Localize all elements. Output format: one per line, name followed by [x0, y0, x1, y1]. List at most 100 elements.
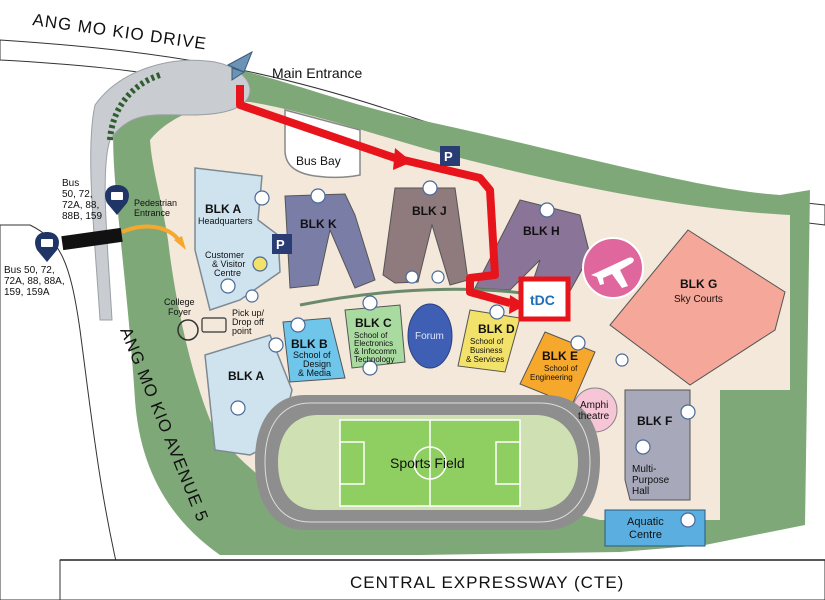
bus-left-line1: Bus 50, 72, [4, 265, 55, 276]
blk-b-sub-2: Design [303, 359, 331, 369]
sports-field-group [255, 395, 600, 530]
escalator-icon-1 [405, 270, 419, 284]
aquatic-line1: Aquatic [627, 516, 664, 528]
pickup-line3: point [232, 326, 252, 336]
trees-row [107, 72, 162, 141]
track-lane-outer [264, 402, 591, 523]
bus-right-line3: 72A, 88, [62, 200, 99, 211]
aquatic-line2: Centre [629, 529, 662, 541]
blk-e-sub-2: Engineering [530, 373, 573, 382]
bus-bay-label: Bus Bay [296, 154, 341, 168]
blk-f-sub-3: Hall [632, 486, 649, 497]
pedestrian-arrow [121, 224, 182, 244]
parking-sign-left: P [272, 234, 292, 254]
route-arrow [236, 85, 512, 307]
parking-label-top: P [444, 149, 453, 164]
blk-b [282, 317, 346, 383]
blk-c-title: BLK C [355, 316, 392, 330]
blk-j [382, 187, 469, 286]
blk-h-title: BLK H [523, 224, 560, 238]
route-arrow-head-2 [509, 295, 526, 314]
blk-d-sub-2: Business [470, 346, 502, 355]
blk-j-title: BLK J [412, 204, 447, 218]
escalator-icon-4 [245, 289, 259, 303]
bus-left-line3: 159, 159A [4, 287, 50, 298]
forum [407, 303, 453, 369]
blk-a-hq-sub: Headquarters [198, 216, 253, 226]
blk-f-sub-1: Multi- [632, 464, 656, 475]
bus-stop-marker-right [105, 185, 129, 215]
blk-f-sub-2: Purpose [632, 475, 670, 486]
bus-right-line2: 50, 72, [62, 189, 93, 200]
blk-b-sub-1: School of [293, 350, 331, 360]
tdc-logo: tDC [530, 292, 555, 308]
blk-d-sub-3: & Services [466, 355, 504, 364]
amphi-line2: theatre [578, 411, 610, 422]
lift-icon-aquatic [680, 512, 696, 528]
main-entrance-label: Main Entrance [272, 65, 362, 81]
dining-icon-blk-a [230, 400, 246, 416]
blk-d-sub-1: School of [470, 337, 504, 346]
dining-icon-blk-c [362, 360, 378, 376]
blk-f-title: BLK F [637, 414, 672, 428]
blk-c-sub-1: School of [354, 331, 388, 340]
customer-service-icon [252, 256, 268, 272]
blk-a-south-title: BLK A [228, 369, 265, 383]
pedestrian-entrance-line2: Entrance [134, 208, 170, 218]
blk-a-hq-title: BLK A [205, 202, 242, 216]
blk-k [284, 193, 376, 289]
amphi-line1: Amphi [580, 400, 608, 411]
lift-icon-blk-a [268, 337, 284, 353]
lift-icon-blk-c [362, 295, 378, 311]
airplane-icon [591, 257, 634, 288]
bus-left-line2: 72A, 88, 88A, [4, 276, 65, 287]
pedestrian-bridge [61, 227, 123, 251]
blk-b-title: BLK B [291, 337, 328, 351]
pickup-line1: Pick up/ [232, 308, 265, 318]
pedestrian-arrow-head [174, 236, 186, 250]
customer-centre-line1: Customer [205, 250, 244, 260]
entrance-driveway [90, 59, 251, 321]
customer-centre-line3: Centre [214, 268, 241, 278]
main-entrance-arrow-icon [226, 50, 253, 81]
blk-b-sub-3: & Media [298, 368, 331, 378]
blk-f [624, 389, 691, 501]
blk-e-sub-1: School of [544, 364, 578, 373]
dining-icon-hq [220, 278, 236, 294]
lift-icon-blk-a-hq [254, 190, 270, 206]
bus-right-line1: Bus [62, 178, 79, 189]
blk-c-sub-2: Electronics [354, 339, 393, 348]
forum-label: Forum [415, 331, 444, 342]
escalator-icon-2 [431, 270, 445, 284]
customer-centre-line2: & Visitor [212, 259, 245, 269]
parking-label-left: P [276, 237, 285, 252]
escalator-icon-3 [615, 353, 629, 367]
lift-icon-blk-f [680, 404, 696, 420]
blk-c-sub-4: Technology [354, 355, 394, 364]
blk-d-title: BLK D [478, 322, 515, 336]
lift-icon-blk-k [310, 188, 326, 204]
sports-field-label: Sports Field [390, 455, 465, 471]
lift-icon-blk-b [290, 317, 306, 333]
lift-icon-blk-d [489, 304, 505, 320]
tdc-highlight-box [518, 276, 571, 322]
blk-g-title: BLK G [680, 277, 717, 291]
pickup-line2: Drop off [232, 317, 264, 327]
bus-right-line4: 88B, 159 [62, 211, 102, 222]
college-foyer-marker [177, 319, 199, 341]
amenity-icons [220, 180, 696, 528]
blk-g [609, 229, 786, 386]
blk-k-title: BLK K [300, 217, 337, 231]
lift-icon-blk-j [422, 180, 438, 196]
blk-c [344, 304, 406, 369]
blk-c-sub-3: & Infocomm [354, 347, 397, 356]
college-foyer-line2: Foyer [168, 307, 191, 317]
pedestrian-entrance-line1: Pedestrian [134, 198, 177, 208]
blk-e-title: BLK E [542, 349, 578, 363]
dining-icon-blk-f [635, 439, 651, 455]
lift-icon-blk-h [539, 202, 555, 218]
blk-g-sub: Sky Courts [674, 294, 723, 305]
route-arrow-head-1 [393, 148, 412, 170]
pickup-icon [201, 317, 227, 333]
